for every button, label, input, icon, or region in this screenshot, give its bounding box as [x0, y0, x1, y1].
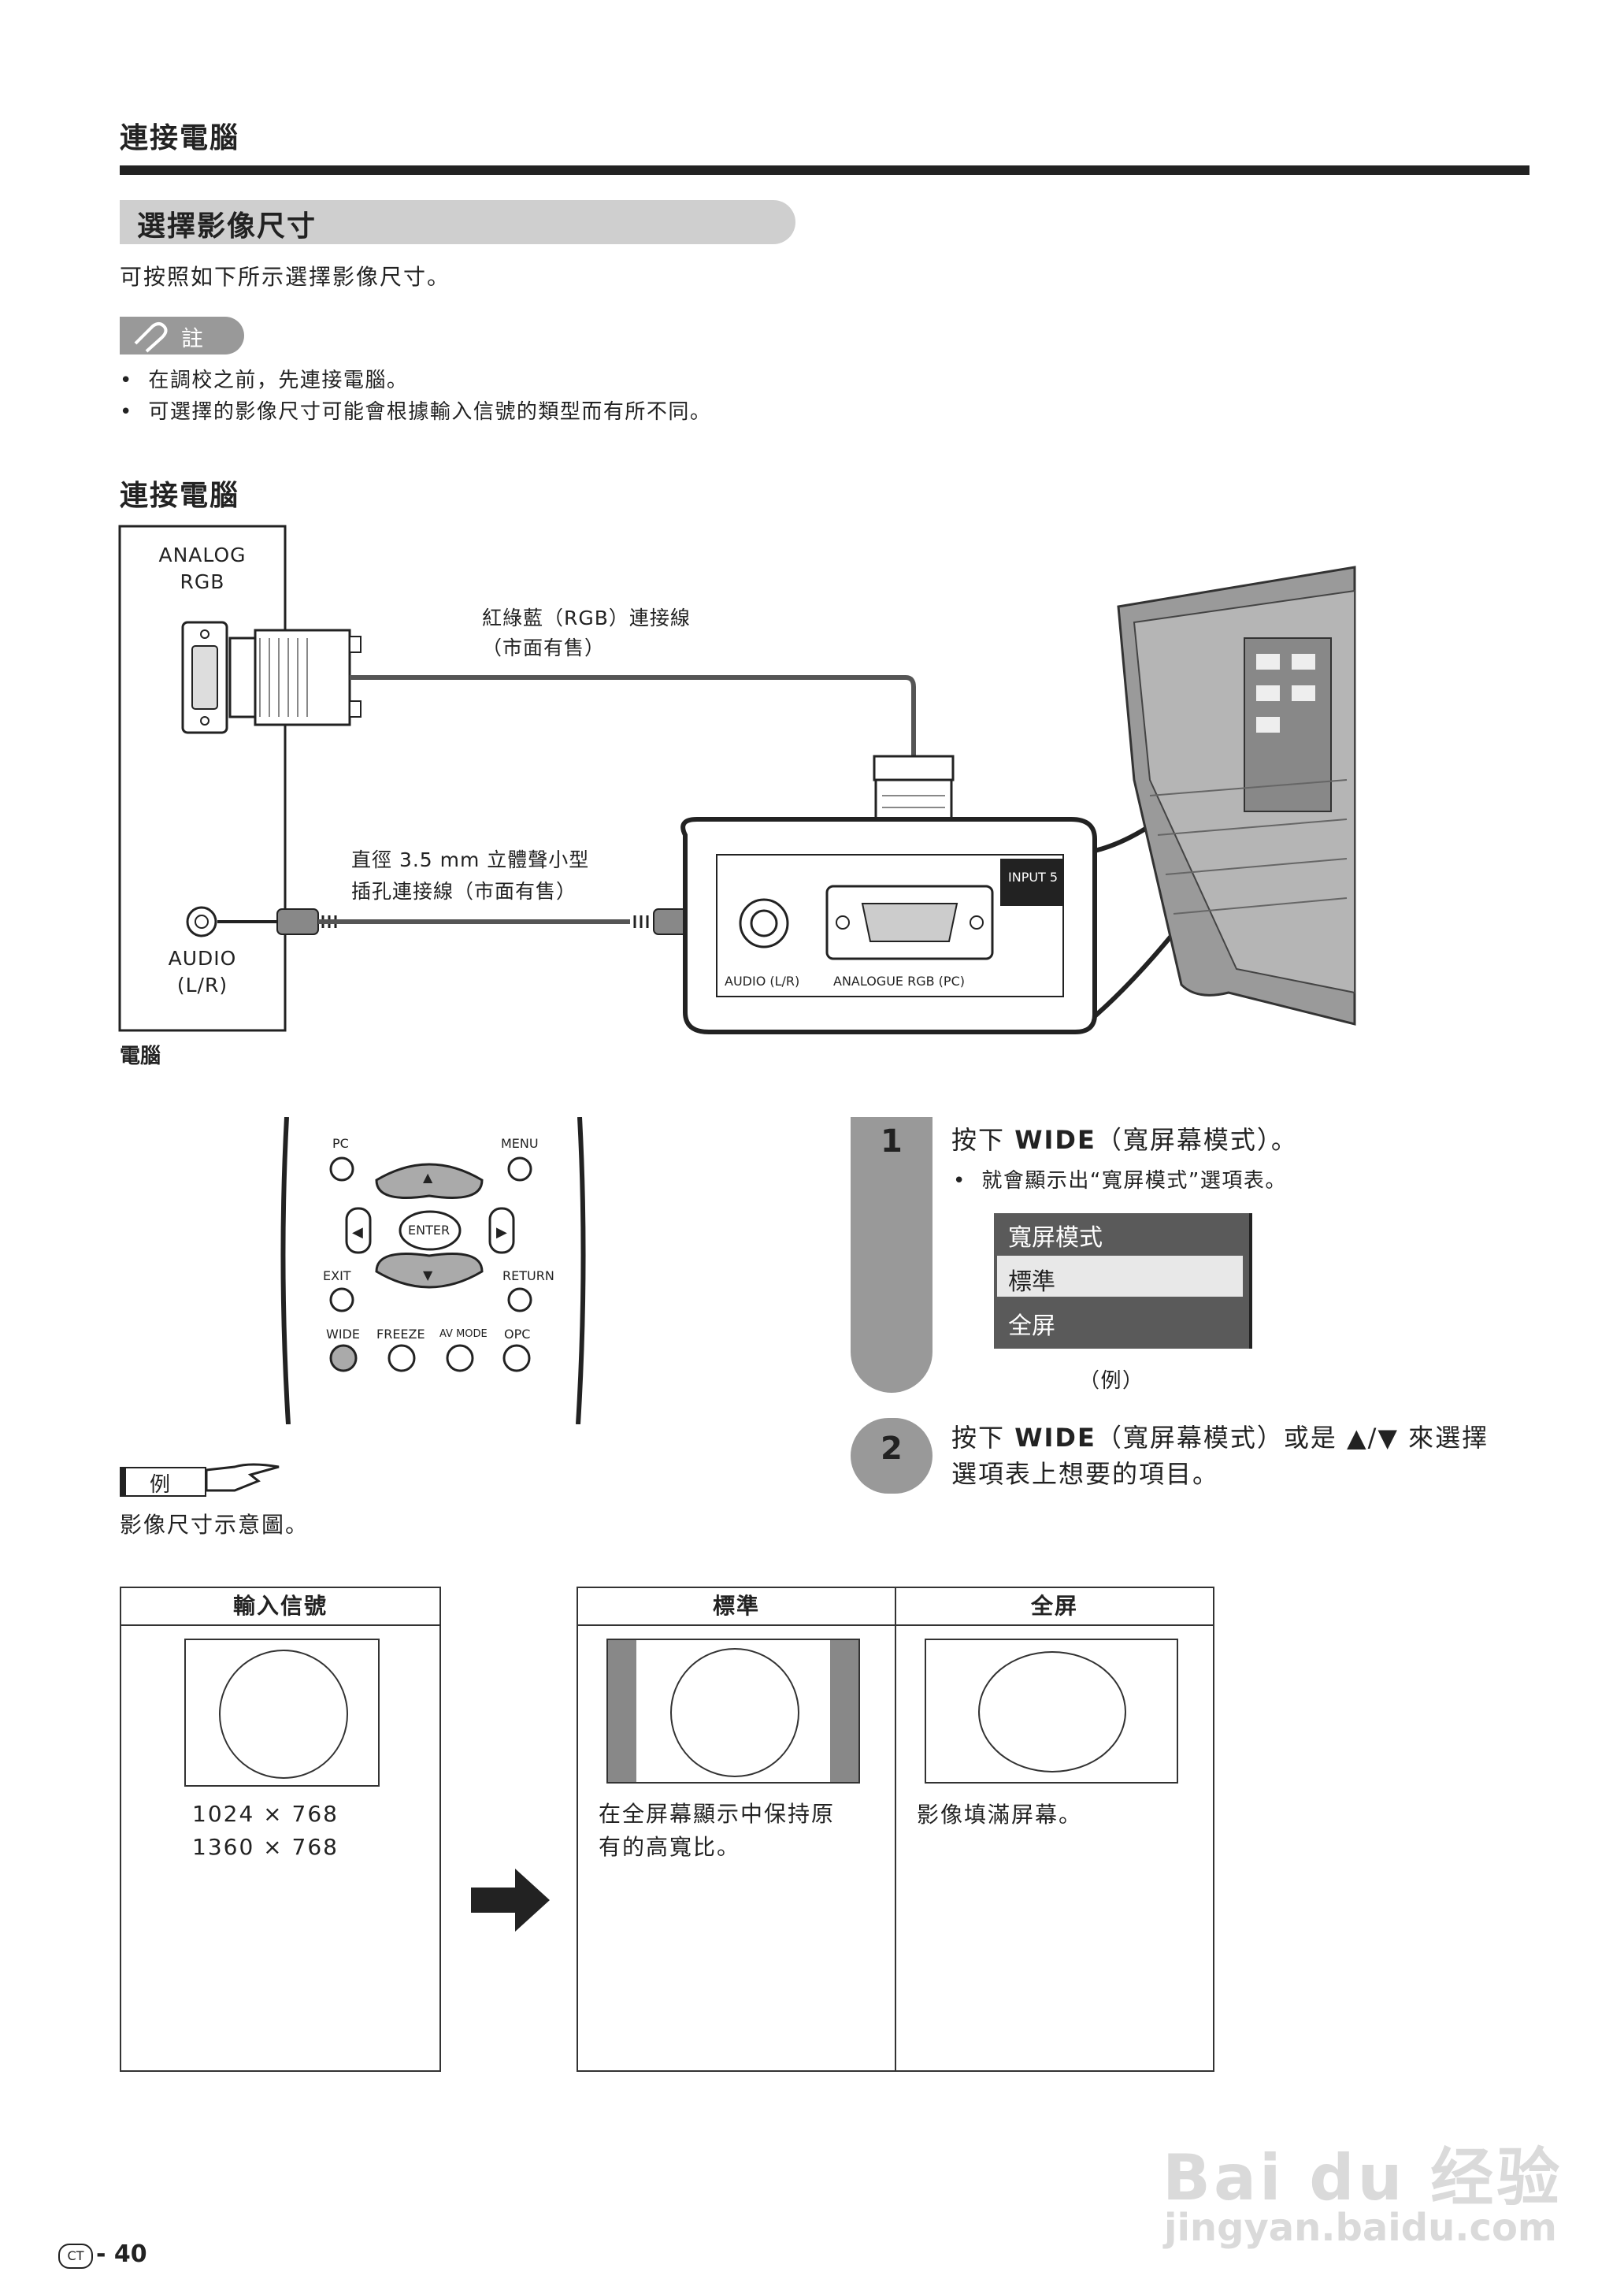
freeze-button-label: FREEZE: [376, 1327, 425, 1342]
wide-menu-option[interactable]: 全屏: [1008, 1312, 1055, 1340]
page-number: - 40: [96, 2240, 147, 2268]
input-res-2: 1360 × 768: [192, 1834, 339, 1860]
watermark-logo: Bai du 经验: [1162, 2141, 1563, 2214]
rgb-cable: [350, 675, 916, 756]
svg-text:▼: ▼: [423, 1268, 433, 1282]
standard-desc: 在全屏幕顯示中保持原有的高寬比。: [599, 1801, 836, 1860]
note-badge: 註: [120, 317, 244, 354]
watermark-url: jingyan.baidu.com: [1164, 2206, 1557, 2250]
lang-badge: CT: [58, 2244, 93, 2269]
mode-header-standard: 標準: [712, 1593, 760, 1619]
remote-diagram: ▲ ▼ ◀ ▶: [280, 1117, 586, 1424]
audio-cable-label: 直徑 3.5 mm 立體聲小型插孔連接線（市面有售）: [351, 848, 590, 903]
header-rule: [120, 165, 1529, 175]
input-res-1: 1024 × 768: [192, 1801, 339, 1827]
step1-text: 按下 WIDE（寬屏幕模式）。: [951, 1125, 1298, 1155]
pointing-hand-icon: [205, 1463, 280, 1492]
note-item: • 可選擇的影像尺寸可能會根據輸入信號的類型而有所不同。: [120, 400, 712, 424]
opc-button-label: OPC: [504, 1327, 531, 1342]
pc-audio-label: AUDIO(L/R): [168, 947, 237, 997]
step1-sub: • 就會顯示出“寬屏模式”選項表。: [953, 1169, 1287, 1193]
input-badge: [1000, 859, 1063, 906]
full-screen: [925, 1639, 1178, 1784]
wide-button-label: WIDE: [326, 1327, 360, 1342]
example-badge: 例: [120, 1467, 206, 1497]
page-section-title: 連接電腦: [120, 122, 240, 154]
tv-rgb-label: ANALOGUE RGB (PC): [833, 974, 965, 989]
mode-col-divider: [895, 1588, 896, 2070]
full-desc: 影像填滿屏幕。: [917, 1802, 1083, 1828]
wide-menu-caption: （例）: [1079, 1369, 1144, 1393]
standard-screen: [606, 1639, 860, 1784]
svg-text:▶: ▶: [496, 1224, 507, 1241]
pc-rgb-plug: [228, 637, 257, 718]
tv-rgb-plug: [873, 755, 955, 781]
connect-title: 連接電腦: [120, 480, 240, 512]
step2-text: 按下 WIDE（寬屏幕模式）或是 ▲/▼ 來選擇 選項表上想要的項目。: [951, 1423, 1489, 1489]
step2-number: 2: [881, 1431, 903, 1467]
step2-bar: [851, 1418, 933, 1494]
wide-menu: 寬屏模式 標準 全屏: [994, 1213, 1252, 1349]
exit-button-label: EXIT: [323, 1268, 351, 1283]
pc-button-label: PC: [332, 1136, 349, 1151]
svg-text:▲: ▲: [423, 1170, 433, 1185]
audio-plug-left: [276, 908, 319, 935]
avmode-button-label: AV MODE: [439, 1328, 488, 1340]
note-label: 註: [181, 325, 204, 351]
wide-menu-title: 寬屏模式: [1008, 1224, 1103, 1252]
section-intro: 可按照如下所示選擇影像尺寸。: [120, 264, 451, 290]
enter-button-label: ENTER: [408, 1223, 450, 1238]
pc-panel: [118, 525, 287, 1032]
input-signal-header: 輸入信號: [121, 1588, 439, 1626]
mode-header-row: [578, 1624, 1213, 1626]
wide-menu-option-selected[interactable]: 標準: [997, 1256, 1243, 1297]
return-button-label: RETURN: [502, 1268, 554, 1283]
note-item: • 在調校之前，先連接電腦。: [120, 369, 409, 392]
step1-bar: [851, 1117, 933, 1393]
paperclip-icon: [134, 322, 168, 353]
input-signal-screen: [184, 1639, 380, 1787]
rgb-cable-label: 紅綠藍（RGB）連接線（市面有售）: [482, 607, 691, 659]
pc-caption: 電腦: [120, 1045, 161, 1068]
example-desc: 影像尺寸示意圖。: [120, 1512, 310, 1538]
right-arrow-icon: [471, 1869, 550, 1932]
tv-audio-label: AUDIO (L/R): [725, 974, 800, 989]
step1-number: 1: [881, 1123, 903, 1160]
mode-table: 標準 全屏 在全屏幕顯示中保持原有的高寬比。 影像填滿屏幕。: [577, 1587, 1214, 2072]
mode-header-full: 全屏: [1030, 1593, 1078, 1619]
input-label: INPUT 5: [1008, 870, 1059, 885]
section-title: 選擇影像尺寸: [137, 210, 317, 243]
connection-diagram: [118, 525, 1356, 1034]
input-signal-table: 輸入信號 1024 × 768 1360 × 768: [120, 1587, 441, 2072]
svg-text:◀: ◀: [352, 1224, 363, 1241]
menu-button-label: MENU: [501, 1136, 539, 1151]
section-pill: [120, 200, 795, 244]
